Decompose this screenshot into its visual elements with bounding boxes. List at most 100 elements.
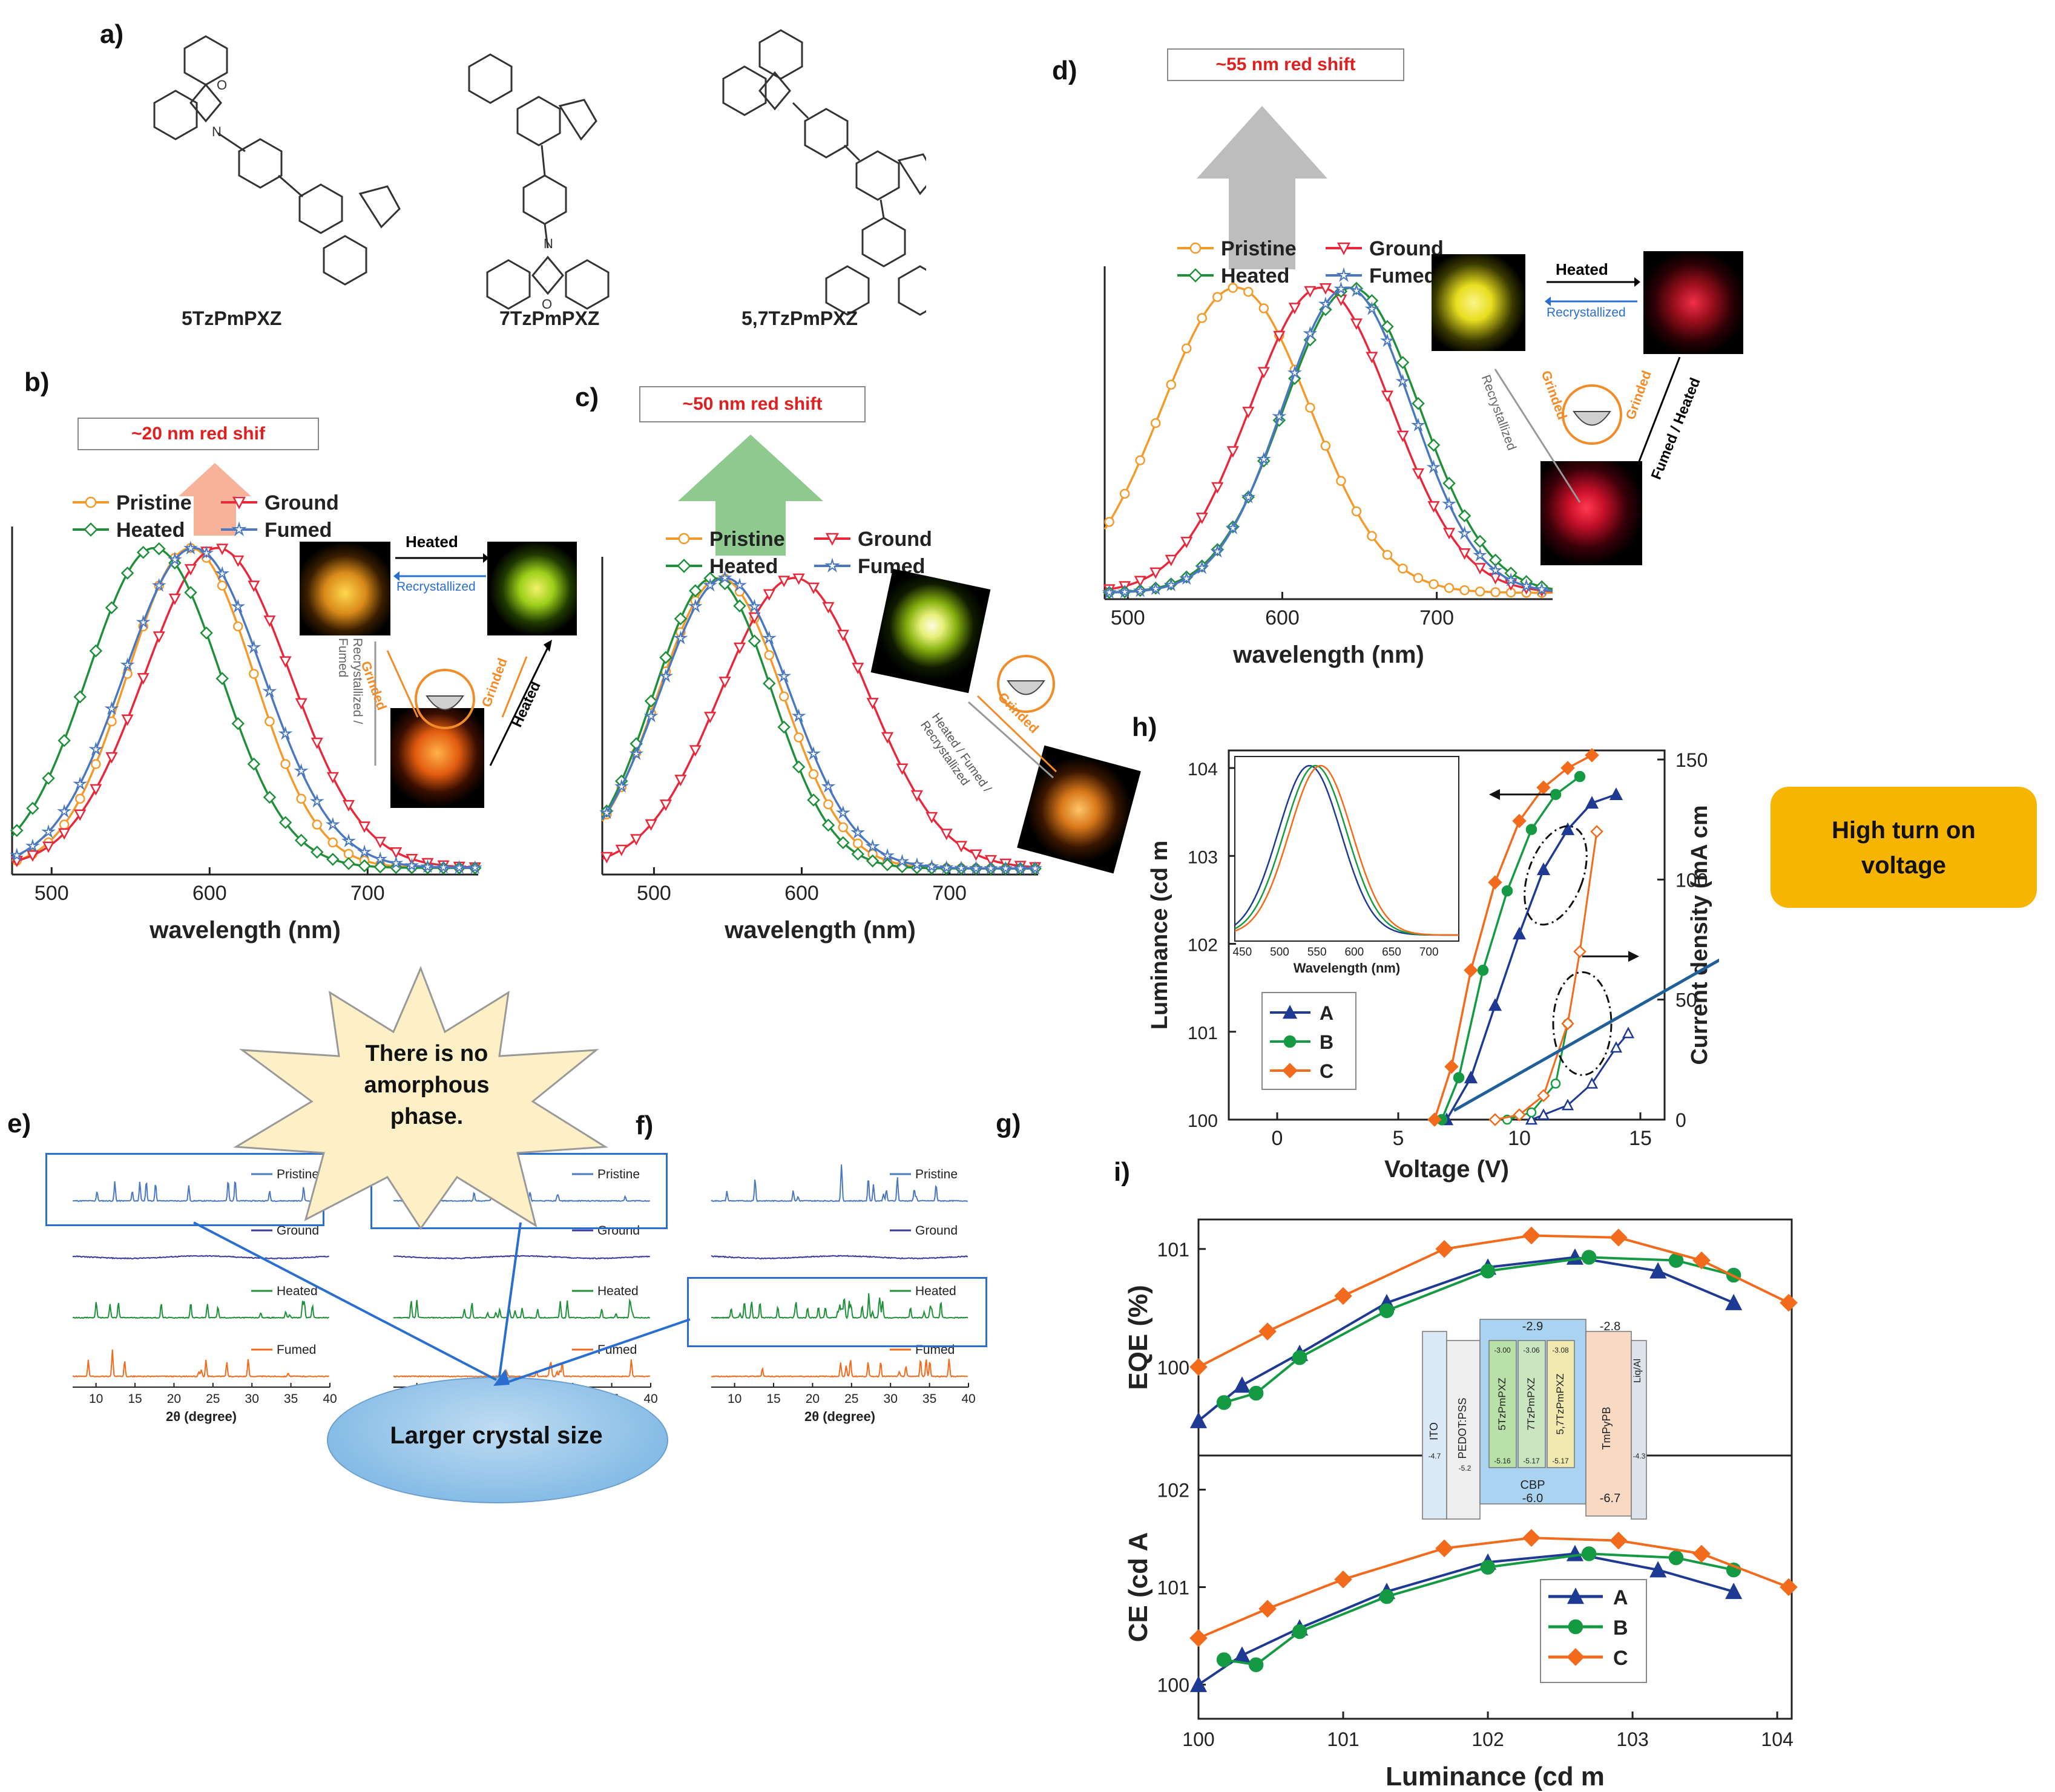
data-point: [278, 816, 292, 829]
x-tick-label: 600: [192, 882, 227, 905]
xrd-series-heated: Heated: [711, 1284, 968, 1319]
eqe-point: [1609, 1229, 1628, 1247]
data-point: [1395, 373, 1410, 388]
data-point: [296, 793, 306, 804]
data-point: [120, 657, 135, 672]
data-point: [1117, 584, 1133, 599]
data-point: [924, 859, 939, 873]
data-point: [1028, 861, 1043, 875]
y-tick-label: 100: [1188, 1111, 1218, 1131]
data-point: [688, 584, 702, 597]
ce-line: [1198, 1537, 1789, 1639]
label-emitter-3: 5,7TzPmPXZ: [1554, 1373, 1566, 1434]
label-ito: ITO: [1428, 1422, 1440, 1440]
luminance-point: [1550, 789, 1562, 801]
luminance-point: [1501, 885, 1513, 897]
x-tick-label: 20: [167, 1392, 181, 1406]
data-point: [1367, 531, 1377, 541]
eqe-point: [1334, 1287, 1352, 1305]
eqe-line: [1223, 1256, 1734, 1404]
xrd-line: [393, 1298, 651, 1319]
y-tick-label: 104: [1188, 760, 1218, 779]
x-tick-label: 10: [728, 1392, 741, 1406]
red-shift-arrow-b: [179, 463, 251, 536]
xrd-legend-label: Ground: [915, 1224, 958, 1238]
data-point: [850, 825, 866, 839]
data-point: [733, 599, 746, 612]
x-tick-label: 600: [1265, 606, 1300, 629]
xrd-series-fumed: Fumed: [393, 1343, 651, 1378]
data-point: [791, 708, 806, 723]
x-axis-label: 2θ (degree): [804, 1409, 875, 1424]
luminance-point: [1560, 761, 1575, 775]
legend-item-pristine: Pristine: [666, 528, 785, 551]
data-point: [940, 829, 953, 841]
legend-marker: [1567, 1587, 1585, 1604]
xrd-legend-label: Pristine: [597, 1167, 640, 1181]
ce-point: [1216, 1652, 1232, 1667]
legend-marker: [1336, 267, 1352, 282]
current-point: [1526, 1107, 1537, 1118]
data-point: [1534, 582, 1550, 596]
turn-on-pointer: [1453, 958, 1719, 1112]
label-emitter-homo: -5.16: [1494, 1457, 1511, 1465]
x-tick-label: 10: [89, 1392, 103, 1406]
data-point: [1133, 583, 1148, 597]
y-tick-label: 100: [1157, 1357, 1189, 1379]
molecule-name-1: 5TzPmPXZ: [182, 307, 282, 329]
xrd-series-fumed: Fumed: [711, 1343, 968, 1378]
current-line: [1507, 1023, 1569, 1121]
data-point: [278, 726, 293, 740]
ce-point: [1649, 1561, 1667, 1578]
data-point: [792, 573, 805, 585]
highlight-g-heated: [687, 1277, 987, 1347]
data-point: [1197, 313, 1208, 323]
data-point: [262, 683, 277, 698]
data-point: [249, 669, 259, 679]
data-point: [373, 851, 388, 865]
data-point: [58, 828, 71, 840]
x-tick-label: 700: [350, 882, 385, 905]
data-point: [1212, 292, 1223, 302]
data-point: [26, 850, 39, 862]
legend-marker: [1283, 1035, 1297, 1048]
data-point: [852, 663, 864, 675]
data-point: [246, 640, 261, 654]
xrd-line: [711, 1293, 968, 1319]
callout-turn-on: High turn on voltage: [1832, 817, 1976, 879]
current-point: [1513, 1108, 1526, 1121]
ce-point: [1334, 1570, 1352, 1589]
data-point: [1489, 573, 1502, 585]
x-axis-label: wavelength (nm): [149, 917, 341, 944]
y-axis-label-top: EQE (%): [1123, 1285, 1153, 1390]
data-point: [1413, 573, 1424, 583]
x-tick-label: 600: [784, 882, 819, 905]
legend-label: Pristine: [709, 528, 785, 551]
data-point: [1104, 517, 1114, 527]
data-point: [184, 564, 197, 576]
legend-item-fumed: Fumed: [221, 519, 332, 542]
label-b-recrystallized: Recrystallized: [396, 580, 476, 594]
data-point: [9, 847, 24, 862]
xrd-line: [711, 1164, 968, 1203]
data-point: [629, 746, 644, 760]
y-tick-label: 101: [1157, 1577, 1189, 1599]
data-point: [748, 634, 761, 648]
data-point: [91, 759, 101, 769]
current-point: [1488, 1113, 1502, 1126]
data-point: [167, 552, 182, 566]
data-point: [342, 857, 355, 870]
x-tick-label: 700: [1419, 606, 1454, 629]
legend-marker: [825, 533, 840, 546]
inset-tick-label: 600: [1344, 946, 1364, 959]
data-point: [838, 822, 849, 833]
data-point: [659, 799, 672, 812]
current-point: [1561, 1017, 1574, 1031]
luminance-line: [1433, 754, 1593, 1120]
data-point: [73, 690, 87, 704]
ellipse-current: [1552, 971, 1613, 1076]
data-point: [835, 805, 850, 819]
label-emitter-homo: -5.17: [1552, 1457, 1569, 1465]
data-point: [1166, 379, 1176, 390]
